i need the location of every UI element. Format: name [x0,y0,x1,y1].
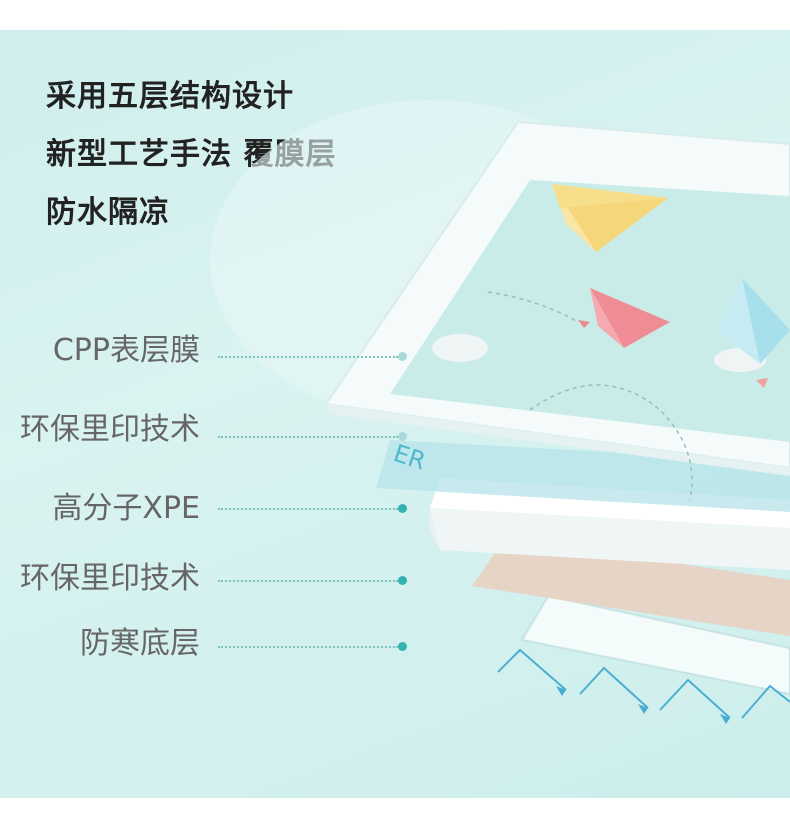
leader-dot-cpp [398,352,407,361]
pink-layer [472,538,790,636]
leader-dot-bottom [398,642,407,651]
leader-line-bottom [218,646,398,648]
leader-line-print-1 [218,436,398,438]
leader-line-cpp [218,356,398,358]
leader-line-print-2 [218,580,398,582]
zigzag-arrow-icon [497,648,790,719]
headline-line-3: 防水隔凉 [46,195,170,230]
cpp-film-inner [390,180,790,442]
xpe-layer-side [430,508,790,570]
layer-label-bottom: 防寒底层 [80,626,200,661]
yellow-paper-plane-icon [552,184,668,252]
layer-label-print-1: 环保里印技术 [20,412,200,447]
layer-stack-illustration: ER [210,100,790,724]
leader-dot-xpe [398,504,407,513]
product-panel: 采用五层结构设计 新型工艺手法 覆膜层 防水隔凉 ER [0,30,790,798]
leader-line-xpe [218,508,398,510]
blue-paper-plane-icon [716,278,790,364]
bottom-layer [520,594,790,696]
cpp-film-edge [326,404,790,476]
layer-label-cpp: CPP表层膜 [52,333,200,368]
leader-dot-print-1 [398,432,407,441]
layer-label-print-2: 环保里印技术 [20,561,200,596]
pink-paper-plane-icon [578,288,670,348]
leader-dot-print-2 [398,576,407,585]
headline-line-1: 采用五层结构设计 [46,79,294,114]
layer-label-xpe: 高分子XPE [52,491,200,526]
